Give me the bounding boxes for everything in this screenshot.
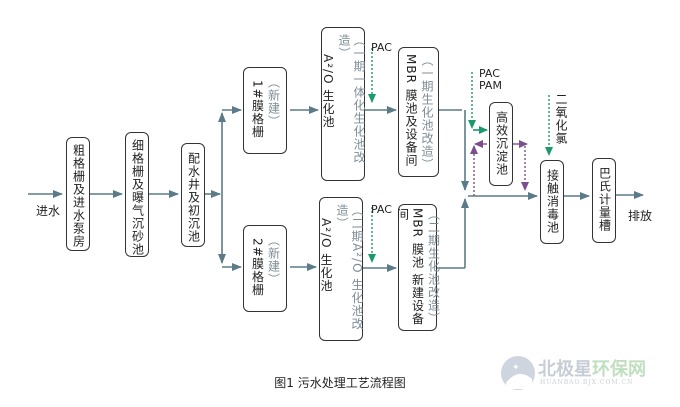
membrane-screen-2: （新建） 2#膜格栅 [243,225,287,312]
watermark-name-b: 环保网 [592,359,646,380]
box-note: （新建） [266,76,281,128]
distribution-well-primary-clarifier: 配水井及初沉池 [181,143,205,247]
box-note: （新建） [266,234,281,286]
watermark-url: HUANBAO.BJX.COM.CN [540,379,634,386]
box-label: A²/O 生化池 [319,218,333,293]
box-label: MBR 膜池 新建设备间 [395,208,425,326]
box-note: （二期A²/O 生化池改造） [335,204,364,331]
contact-disinfection-tank: 接触消毒池 [540,160,564,244]
watermark-logo: ✦ 北极星环保网 HUANBAO.BJX.COM.CN [498,353,646,397]
pac-label-3: PAC [479,67,500,80]
coarse-screen-pump-house: 粗格栅及进水泵房 [66,137,90,251]
box-label: 细格栅及曝气沉砂池 [130,139,145,256]
star-logo-icon: ✦ [501,356,535,390]
box-label: 粗格栅及进水泵房 [71,144,86,248]
box-label: 接触消毒池 [545,169,560,234]
box-label: 高效沉淀池 [494,111,509,176]
parshall-flume: 巴氏计量槽 [592,158,616,243]
chlorine-dioxide-label: 二氧化氯 [554,93,568,145]
mbr-tank-1: （一期生化池改造） MBR 膜池及设备间 [398,47,439,177]
high-efficiency-clarifier: 高效沉淀池 [489,102,513,186]
box-label: MBR 膜池及设备间 [404,54,418,167]
bio-tank-1: （一期一体化生化池改造） A²/O 生化池 [321,27,366,181]
watermark-name-a: 北极星 [538,359,592,380]
pac-label-1: PAC [371,41,392,54]
box-note: （一期一体化生化池改造） [337,34,366,164]
fine-screen-grit-chamber: 细格栅及曝气沉砂池 [125,132,149,257]
pac-label-2: PAC [371,203,392,216]
box-label: 1#膜格栅 [250,80,265,139]
box-label: 配水井及初沉池 [186,152,201,243]
mbr-tank-2: （二期生化池改造） MBR 膜池 新建设备间 [395,204,441,331]
box-label: A²/O 生化池 [321,54,335,129]
membrane-screen-1: （新建） 1#膜格栅 [243,67,287,154]
pam-label: PAM [479,79,502,92]
svg-text:✦: ✦ [512,363,520,373]
box-label: 2#膜格栅 [250,238,265,297]
figure-caption: 图1 污水处理工艺流程图 [274,376,406,390]
box-label: 巴氏计量槽 [597,167,612,232]
box-note: （一期生化池改造） [420,54,434,171]
inlet-label: 进水 [36,204,61,218]
outlet-label: 排放 [628,209,653,223]
bio-tank-2: （二期A²/O 生化池改造） A²/O 生化池 [319,197,364,341]
box-note: （二期生化池改造） [426,208,441,325]
